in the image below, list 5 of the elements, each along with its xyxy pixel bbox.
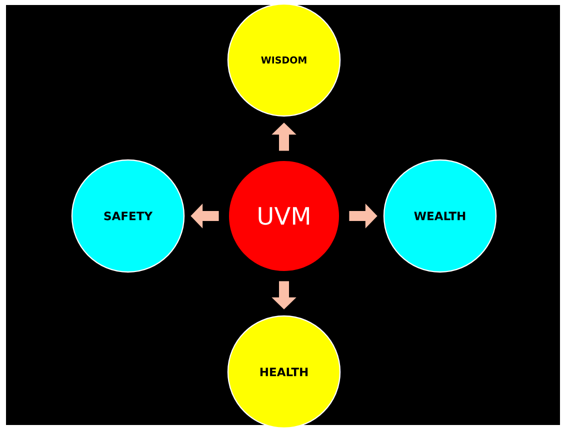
circle-node: WEALTH: [383, 159, 497, 273]
circle-node: UVM: [229, 161, 339, 271]
circle-node: HEALTH: [227, 315, 341, 429]
circle-node: SAFETY: [71, 159, 185, 273]
circle-node: WISDOM: [227, 3, 341, 117]
